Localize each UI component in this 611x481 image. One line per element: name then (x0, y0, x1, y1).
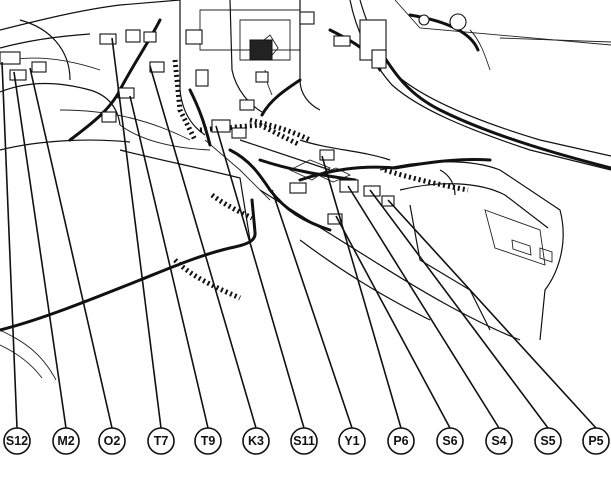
callout-o2: O2 (98, 427, 126, 455)
callout-m2: M2 (52, 427, 80, 455)
callout-s6: S6 (436, 427, 464, 455)
callout-p5-label: P5 (588, 434, 603, 448)
leader-line (215, 125, 305, 429)
leader-line (1, 61, 18, 429)
leader-line (29, 67, 113, 429)
leader-line (335, 215, 451, 429)
callout-y1: Y1 (338, 427, 366, 455)
connectors (0, 11, 467, 225)
callout-s6-label: S6 (442, 434, 457, 448)
callout-k3-label: K3 (248, 434, 264, 448)
callout-p5: P5 (582, 427, 610, 455)
leader-line (111, 37, 162, 429)
callout-y1-label: Y1 (344, 434, 359, 448)
callout-t9-label: T9 (201, 434, 216, 448)
callout-t9: T9 (194, 427, 222, 455)
callout-row: S12 M2 O2 T7 T9 K3 S11 Y1 P6 S6 S4 S5 P5 (3, 427, 610, 455)
callout-s11-label: S11 (293, 434, 315, 448)
callout-s5: S5 (534, 427, 562, 455)
callout-s12: S12 (3, 427, 31, 455)
callout-t7-label: T7 (154, 434, 169, 448)
wiring-harness (0, 13, 611, 332)
callout-s11: S11 (290, 427, 318, 455)
callout-s4: S4 (485, 427, 513, 455)
callout-s4-label: S4 (491, 434, 506, 448)
leader-line (149, 65, 257, 429)
leader-line (369, 189, 549, 429)
callout-p6: P6 (387, 427, 415, 455)
leader-line (347, 185, 500, 429)
callout-s12-label: S12 (6, 434, 28, 448)
leader-line (321, 155, 402, 429)
callout-o2-label: O2 (104, 434, 121, 448)
callout-s5-label: S5 (540, 434, 555, 448)
leader-lines (1, 37, 597, 429)
leader-line (129, 95, 209, 429)
callout-k3: K3 (242, 427, 270, 455)
leader-line (387, 199, 597, 429)
leader-line (271, 189, 353, 429)
callout-p6-label: P6 (393, 434, 408, 448)
callout-t7: T7 (147, 427, 175, 455)
leader-line (13, 71, 67, 429)
callout-m2-label: M2 (57, 434, 74, 448)
